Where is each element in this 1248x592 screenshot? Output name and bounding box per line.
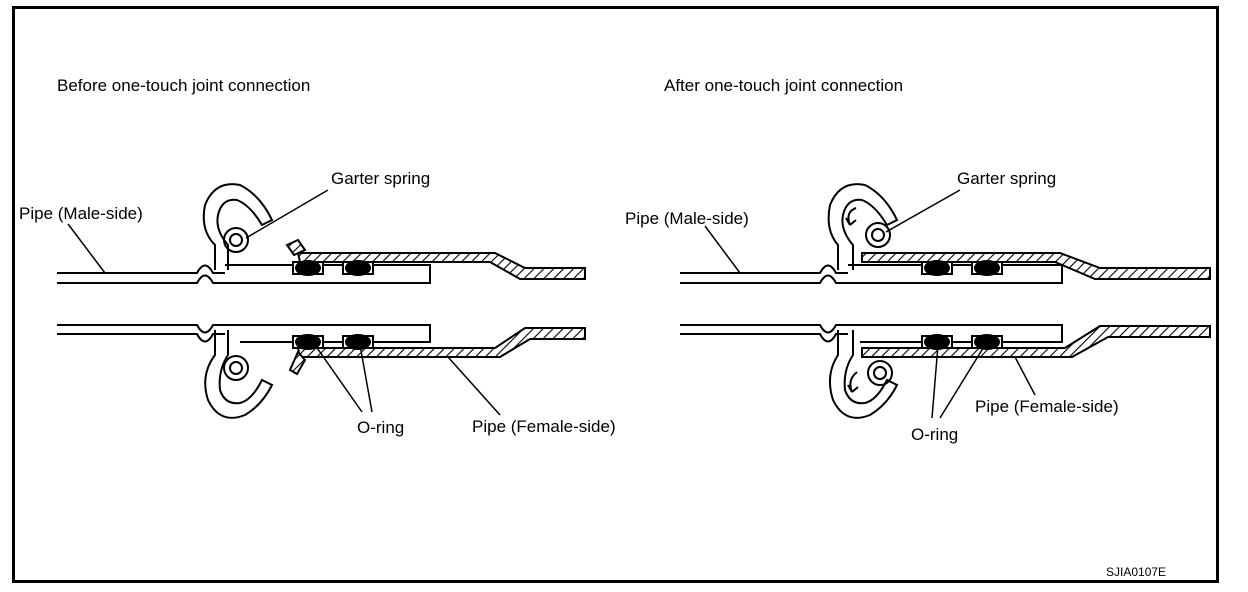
before-pipe-female-label: Pipe (Female-side) <box>472 417 616 436</box>
before-o-rings <box>292 260 374 350</box>
before-male-pipe <box>57 264 431 343</box>
after-o-ring-label: O-ring <box>911 425 958 444</box>
before-panel: Before one-touch joint connection <box>19 76 616 437</box>
after-title: After one-touch joint connection <box>664 76 903 95</box>
before-o-ring-label: O-ring <box>357 418 404 437</box>
after-pipe-female-label: Pipe (Female-side) <box>975 397 1119 416</box>
after-o-rings <box>921 260 1003 350</box>
figure-code: SJIA0107E <box>1106 565 1166 579</box>
after-retainer <box>827 183 899 419</box>
before-female-pipe <box>285 238 586 376</box>
before-pipe-male-label: Pipe (Male-side) <box>19 204 143 223</box>
before-title: Before one-touch joint connection <box>57 76 310 95</box>
after-panel: After one-touch joint connection <box>625 76 1211 444</box>
after-garter-spring-label: Garter spring <box>957 169 1056 188</box>
after-leaders <box>704 189 1036 419</box>
after-pipe-male-label: Pipe (Male-side) <box>625 209 749 228</box>
after-male-pipe <box>680 264 1063 343</box>
before-garter-spring-label: Garter spring <box>331 169 430 188</box>
before-retainer <box>202 183 274 419</box>
before-leaders <box>67 189 501 416</box>
diagram-frame <box>12 6 1219 583</box>
